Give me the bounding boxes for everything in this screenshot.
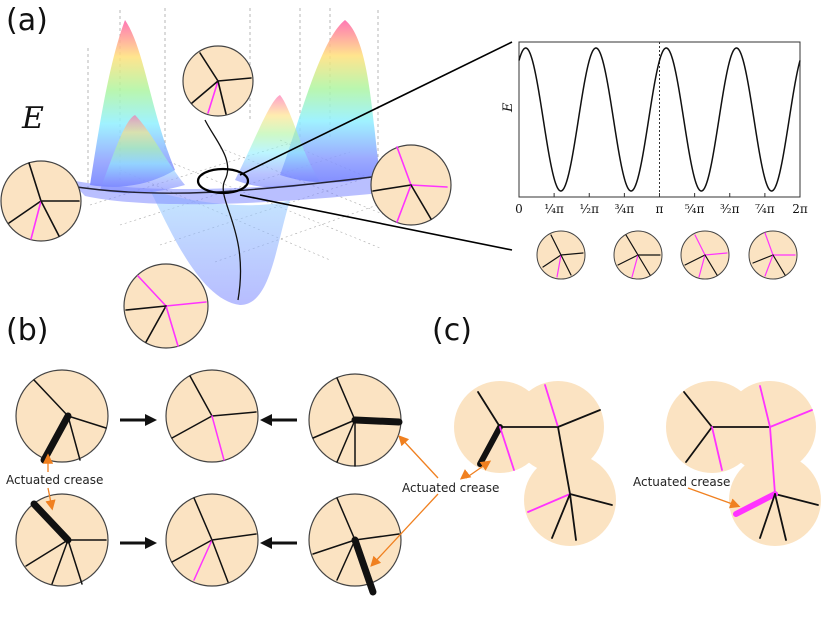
plot-disc-2 <box>613 230 663 280</box>
b-actuated-crease-label-mid: Actuated crease <box>402 481 499 495</box>
energy-angle-chart: 0 ¼π ½π ¾π π ⁵⁄₄π ³⁄₂π ⁷⁄₄π 2π E <box>501 41 808 216</box>
b-orange-arrows <box>42 435 439 567</box>
plot-disc-3 <box>680 230 730 280</box>
b-disc-r2-right <box>308 493 402 596</box>
c-orange-arrows <box>459 460 741 509</box>
x-tick-label: ¾π <box>615 202 635 216</box>
b-disc-r1-left <box>15 369 109 464</box>
vertex-disc-right <box>370 144 452 226</box>
x-tick-label: ⁷⁄₄π <box>755 202 775 216</box>
x-tick-label: 0 <box>515 202 523 216</box>
vertex-disc-top <box>182 45 254 117</box>
b-disc-r2-mid <box>165 493 259 587</box>
panel-c-label: (c) <box>432 313 472 348</box>
b-disc-r2-left <box>15 493 109 587</box>
vertex-disc-left <box>0 160 82 242</box>
energy-axis-label: E <box>21 101 44 136</box>
zoom-line-top <box>239 41 513 176</box>
plot-y-axis-label: E <box>501 102 516 113</box>
zoom-line-bottom <box>239 194 513 251</box>
c-tessellation-left <box>454 381 616 546</box>
x-tick-label: π <box>656 202 664 216</box>
panel-b-label: (b) <box>6 313 48 348</box>
x-tick-label: 2π <box>792 202 808 216</box>
b-disc-r1-right <box>308 373 403 467</box>
energy-surface-3d <box>69 8 421 305</box>
plot-disc-4 <box>748 230 798 280</box>
x-tick-label: ³⁄₂π <box>720 202 740 216</box>
x-tick-label: ⁵⁄₄π <box>685 202 705 216</box>
vertex-disc-bottom <box>123 263 209 349</box>
b-disc-r1-mid <box>165 369 259 463</box>
energy-curve <box>518 47 801 192</box>
x-tick-label: ¼π <box>544 202 564 216</box>
plot-disc-1 <box>536 230 586 280</box>
b-actuated-crease-label: Actuated crease <box>6 473 103 487</box>
x-tick-label: ½π <box>579 202 599 216</box>
c-tessellation-right <box>666 381 821 546</box>
panel-a-label: (a) <box>6 3 48 38</box>
c-actuated-crease-label: Actuated crease <box>633 475 730 489</box>
b-arrows <box>120 414 297 549</box>
